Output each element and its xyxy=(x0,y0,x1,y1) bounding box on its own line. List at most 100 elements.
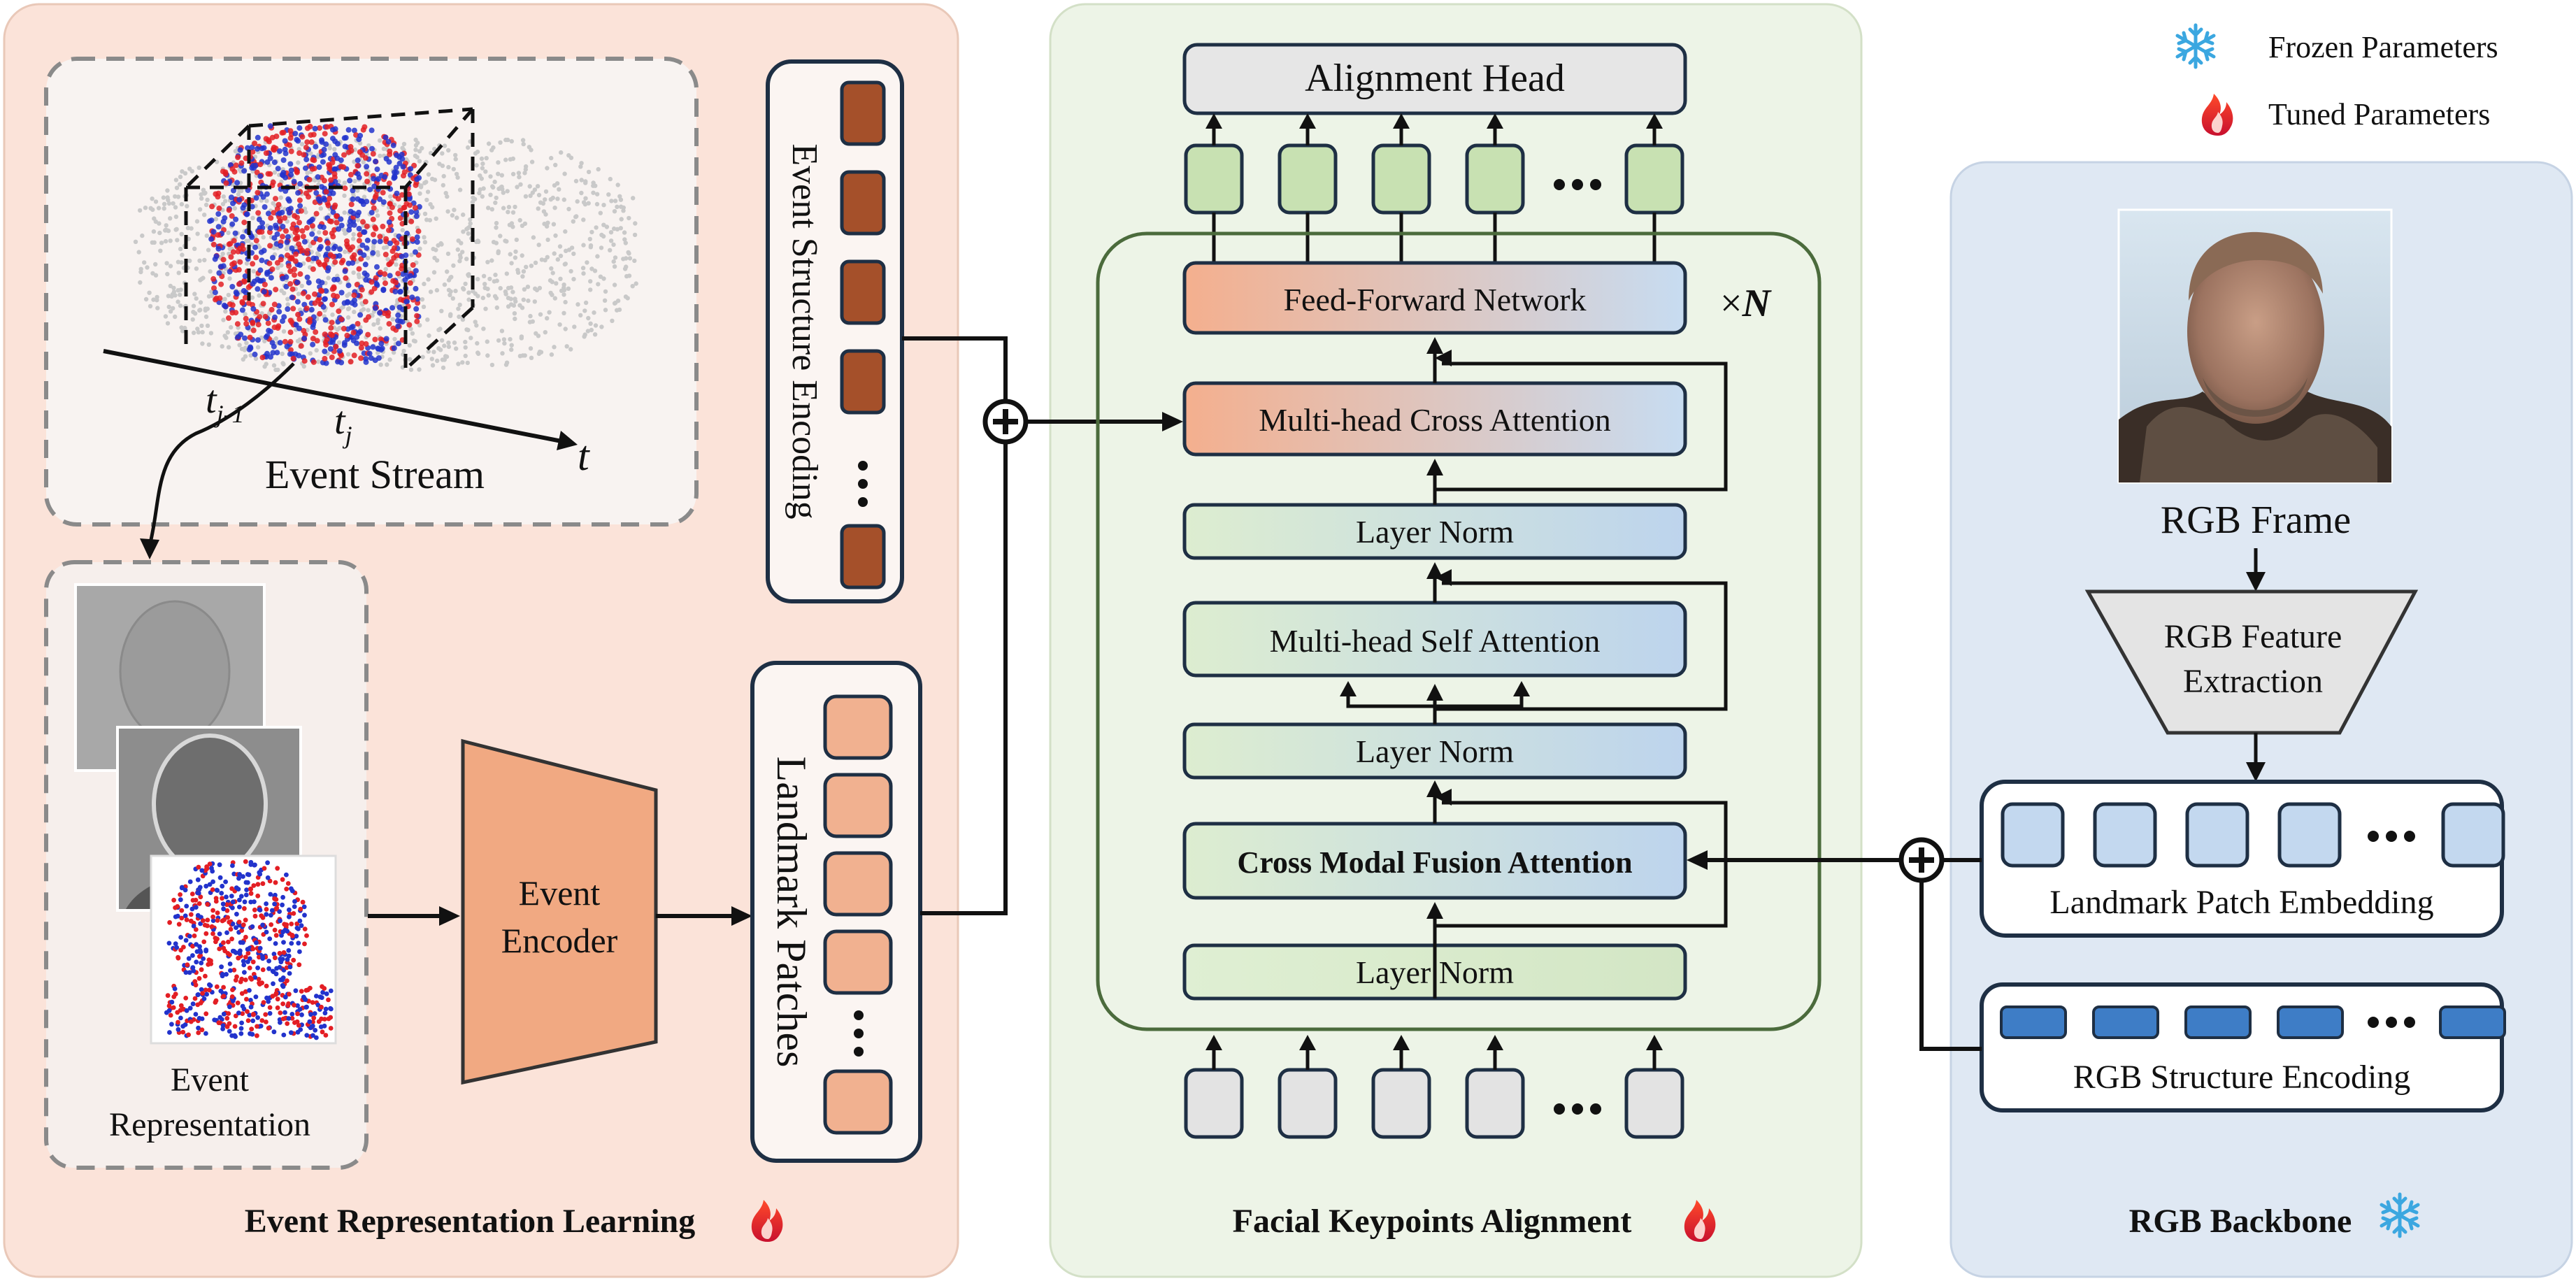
event-frame-point xyxy=(287,914,292,919)
background-event-point xyxy=(500,187,505,192)
event-point xyxy=(351,292,357,299)
event-frame-point xyxy=(253,994,259,999)
event-point xyxy=(363,359,369,365)
event-point xyxy=(287,135,294,141)
background-event-point xyxy=(203,306,208,311)
background-event-point xyxy=(513,204,517,210)
background-event-point xyxy=(143,206,148,210)
event-point xyxy=(347,218,353,224)
event-point xyxy=(387,210,393,216)
event-point xyxy=(322,230,329,236)
background-event-point xyxy=(443,191,448,196)
event-frame-point xyxy=(224,1024,230,1029)
background-event-point xyxy=(463,339,468,345)
event-point xyxy=(361,229,367,235)
event-point xyxy=(253,238,259,244)
event-frame-point xyxy=(229,994,235,999)
event-point xyxy=(371,205,377,211)
event-frame-point xyxy=(178,892,183,897)
background-event-point xyxy=(466,327,471,333)
event-frame-point xyxy=(302,926,308,931)
background-event-point xyxy=(178,182,183,187)
ellipsis-dot xyxy=(858,497,868,507)
event-point xyxy=(236,196,243,203)
event-frame-point xyxy=(193,927,199,932)
background-event-point xyxy=(179,231,184,236)
event-frame-point xyxy=(248,891,254,896)
event-point xyxy=(276,210,282,217)
event-point xyxy=(355,321,361,327)
event-point xyxy=(212,256,218,262)
background-event-point xyxy=(223,309,228,314)
event-frame-point xyxy=(247,1012,252,1018)
background-event-point xyxy=(366,308,371,313)
event-frame-point xyxy=(220,883,225,889)
background-event-point xyxy=(237,343,242,348)
background-event-point xyxy=(513,296,517,301)
repeat-n-label: ×N xyxy=(1720,282,1773,325)
background-event-point xyxy=(142,260,147,265)
event-frame-point xyxy=(291,911,296,916)
background-event-point xyxy=(255,345,261,350)
background-event-point xyxy=(463,353,468,359)
background-event-point xyxy=(520,274,525,279)
event-frame-point xyxy=(307,1019,313,1024)
event-frame-point xyxy=(289,1016,295,1021)
event-point xyxy=(282,338,288,345)
event-frame-point xyxy=(326,997,331,1003)
event-point xyxy=(271,301,278,308)
event-frame-point xyxy=(217,862,222,868)
event-point xyxy=(259,355,266,361)
background-event-point xyxy=(450,213,455,218)
ellipsis-dot xyxy=(1554,1103,1565,1115)
background-event-point xyxy=(241,357,245,362)
background-event-point xyxy=(509,347,514,352)
event-frame-point xyxy=(173,941,178,947)
event-frame-point xyxy=(178,1003,184,1008)
event-frame-point xyxy=(280,877,285,882)
background-event-point xyxy=(552,206,557,210)
background-event-point xyxy=(257,293,262,298)
background-event-point xyxy=(417,191,422,196)
event-frame-point xyxy=(257,871,263,877)
background-event-point xyxy=(381,245,387,250)
background-event-point xyxy=(486,293,491,298)
event-frame-point xyxy=(237,897,242,903)
rgb-patch-token xyxy=(2277,802,2342,868)
event-point xyxy=(322,131,328,137)
event-frame-point xyxy=(255,893,261,899)
background-event-point xyxy=(296,147,301,152)
event-frame-point xyxy=(285,957,290,962)
background-event-point xyxy=(173,314,178,320)
event-point xyxy=(364,245,370,251)
event-frame-point xyxy=(252,913,258,919)
event-point xyxy=(385,138,392,145)
event-point xyxy=(215,224,222,230)
background-event-point xyxy=(385,257,390,262)
background-event-point xyxy=(205,323,210,328)
event-frame-point xyxy=(193,905,199,910)
background-event-point xyxy=(150,240,155,245)
event-frame-point xyxy=(245,950,251,956)
background-event-point xyxy=(171,306,176,311)
background-event-point xyxy=(589,229,594,235)
background-event-point xyxy=(195,327,200,331)
background-event-point xyxy=(549,155,554,161)
background-event-point xyxy=(457,314,461,320)
background-event-point xyxy=(136,250,141,255)
event-frame-point xyxy=(273,880,278,885)
event-frame-point xyxy=(299,989,304,994)
event-frame-point xyxy=(322,1017,327,1022)
event-point xyxy=(250,280,256,287)
background-event-point xyxy=(601,203,606,208)
event-frame-point xyxy=(277,965,282,970)
background-event-point xyxy=(342,180,348,185)
event-frame-point xyxy=(260,967,266,973)
background-event-point xyxy=(385,362,389,367)
event-point xyxy=(282,150,289,157)
event-frame-point xyxy=(193,1012,199,1017)
background-event-point xyxy=(206,342,211,347)
event-frame-point xyxy=(207,861,213,866)
event-frame-point xyxy=(299,1012,304,1017)
event-point xyxy=(337,246,343,252)
